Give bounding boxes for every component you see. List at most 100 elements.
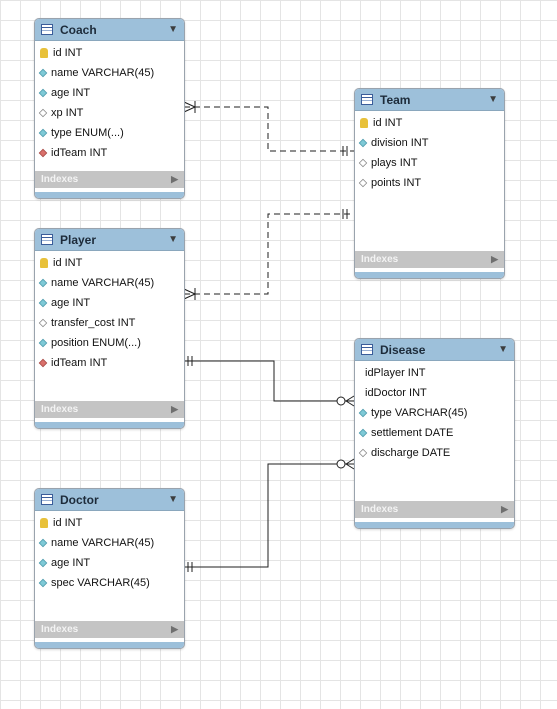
diamond-empty-icon <box>38 108 48 118</box>
column-row[interactable]: name VARCHAR(45) <box>35 63 184 83</box>
diamond-filled-icon <box>38 558 48 568</box>
table-icon <box>41 234 53 245</box>
column-label: position ENUM(...) <box>51 337 141 349</box>
column-label: id INT <box>53 257 83 269</box>
column-row[interactable]: name VARCHAR(45) <box>35 273 184 293</box>
expand-triangle-icon[interactable]: ▶ <box>171 174 178 184</box>
crowfoot-coach <box>183 101 196 108</box>
diamond-empty-icon <box>358 158 368 168</box>
column-row[interactable]: name VARCHAR(45) <box>35 533 184 553</box>
column-row[interactable]: idPlayer INT <box>355 363 514 383</box>
column-label: idTeam INT <box>51 357 108 369</box>
table-icon <box>41 24 53 35</box>
table-team[interactable]: Team ▼ id INT division INT plays INT poi… <box>354 88 505 279</box>
column-row[interactable]: id INT <box>35 43 184 63</box>
diamond-red-icon <box>38 148 48 158</box>
dropdown-triangle-icon[interactable]: ▼ <box>168 494 178 505</box>
expand-triangle-icon[interactable]: ▶ <box>491 254 498 264</box>
column-row[interactable]: type ENUM(...) <box>35 123 184 143</box>
table-footer <box>35 192 184 198</box>
column-row[interactable]: id INT <box>355 113 504 133</box>
diamond-red-icon <box>38 358 48 368</box>
key-icon <box>360 118 368 128</box>
diamond-filled-icon <box>38 128 48 138</box>
table-coach[interactable]: Coach ▼ id INT name VARCHAR(45) age INT … <box>34 18 185 199</box>
column-label: name VARCHAR(45) <box>51 537 155 549</box>
column-row[interactable]: id INT <box>35 253 184 273</box>
table-header[interactable]: Player ▼ <box>35 229 184 251</box>
indexes-bar[interactable]: Indexes ▶ <box>355 251 504 268</box>
dropdown-triangle-icon[interactable]: ▼ <box>168 234 178 245</box>
zero-marker-disease-a <box>336 396 346 406</box>
expand-triangle-icon[interactable]: ▶ <box>171 404 178 414</box>
diamond-filled-icon <box>38 538 48 548</box>
table-name: Team <box>380 92 411 107</box>
dropdown-triangle-icon[interactable]: ▼ <box>498 344 508 355</box>
indexes-label: Indexes <box>41 174 79 185</box>
column-row[interactable]: plays INT <box>355 153 504 173</box>
indexes-label: Indexes <box>361 504 399 515</box>
table-footer <box>355 522 514 528</box>
column-label: idDoctor INT <box>365 387 427 399</box>
column-row[interactable]: age INT <box>35 83 184 103</box>
column-row[interactable]: transfer_cost INT <box>35 313 184 333</box>
expand-triangle-icon[interactable]: ▶ <box>501 504 508 514</box>
table-header[interactable]: Disease ▼ <box>355 339 514 361</box>
relationship-doctor-disease <box>184 463 354 568</box>
column-label: spec VARCHAR(45) <box>51 577 150 589</box>
column-label: type ENUM(...) <box>51 127 124 139</box>
diamond-filled-icon <box>38 578 48 588</box>
column-label: age INT <box>51 297 91 309</box>
table-header[interactable]: Coach ▼ <box>35 19 184 41</box>
column-label: id INT <box>53 517 83 529</box>
column-label: id INT <box>373 117 403 129</box>
column-row[interactable]: idTeam INT <box>35 353 184 373</box>
no-icon <box>357 389 365 397</box>
diamond-filled-icon <box>358 408 368 418</box>
column-row[interactable]: age INT <box>35 293 184 313</box>
table-name: Disease <box>380 342 426 357</box>
column-row[interactable]: settlement DATE <box>355 423 514 443</box>
key-icon <box>40 518 48 528</box>
table-doctor[interactable]: Doctor ▼ id INT name VARCHAR(45) age INT… <box>34 488 185 649</box>
indexes-label: Indexes <box>41 624 79 635</box>
diamond-filled-icon <box>38 278 48 288</box>
column-row[interactable]: position ENUM(...) <box>35 333 184 353</box>
column-row[interactable]: spec VARCHAR(45) <box>35 573 184 593</box>
column-label: id INT <box>53 47 83 59</box>
indexes-label: Indexes <box>41 404 79 415</box>
column-label: discharge DATE <box>371 447 451 459</box>
indexes-bar[interactable]: Indexes ▶ <box>35 621 184 638</box>
key-icon <box>40 48 48 58</box>
table-player[interactable]: Player ▼ id INT name VARCHAR(45) age INT… <box>34 228 185 429</box>
column-row[interactable]: xp INT <box>35 103 184 123</box>
dropdown-triangle-icon[interactable]: ▼ <box>488 94 498 105</box>
column-label: division INT <box>371 137 429 149</box>
diamond-empty-icon <box>38 318 48 328</box>
table-header[interactable]: Team ▼ <box>355 89 504 111</box>
column-label: points INT <box>371 177 422 189</box>
column-row[interactable]: idDoctor INT <box>355 383 514 403</box>
zero-marker-disease-b <box>336 459 346 469</box>
dropdown-triangle-icon[interactable]: ▼ <box>168 24 178 35</box>
column-row[interactable]: division INT <box>355 133 504 153</box>
column-row[interactable]: type VARCHAR(45) <box>355 403 514 423</box>
indexes-label: Indexes <box>361 254 399 265</box>
column-row[interactable]: points INT <box>355 173 504 193</box>
indexes-bar[interactable]: Indexes ▶ <box>35 171 184 188</box>
table-name: Doctor <box>60 492 99 507</box>
column-label: xp INT <box>51 107 84 119</box>
column-row[interactable]: age INT <box>35 553 184 573</box>
column-row[interactable]: id INT <box>35 513 184 533</box>
diamond-filled-icon <box>38 338 48 348</box>
column-row[interactable]: discharge DATE <box>355 443 514 463</box>
table-header[interactable]: Doctor ▼ <box>35 489 184 511</box>
column-label: age INT <box>51 557 91 569</box>
indexes-bar[interactable]: Indexes ▶ <box>355 501 514 518</box>
column-row[interactable]: idTeam INT <box>35 143 184 163</box>
column-label: transfer_cost INT <box>51 317 136 329</box>
column-label: plays INT <box>371 157 418 169</box>
indexes-bar[interactable]: Indexes ▶ <box>35 401 184 418</box>
expand-triangle-icon[interactable]: ▶ <box>171 624 178 634</box>
table-disease[interactable]: Disease ▼ idPlayer INT idDoctor INT type… <box>354 338 515 529</box>
